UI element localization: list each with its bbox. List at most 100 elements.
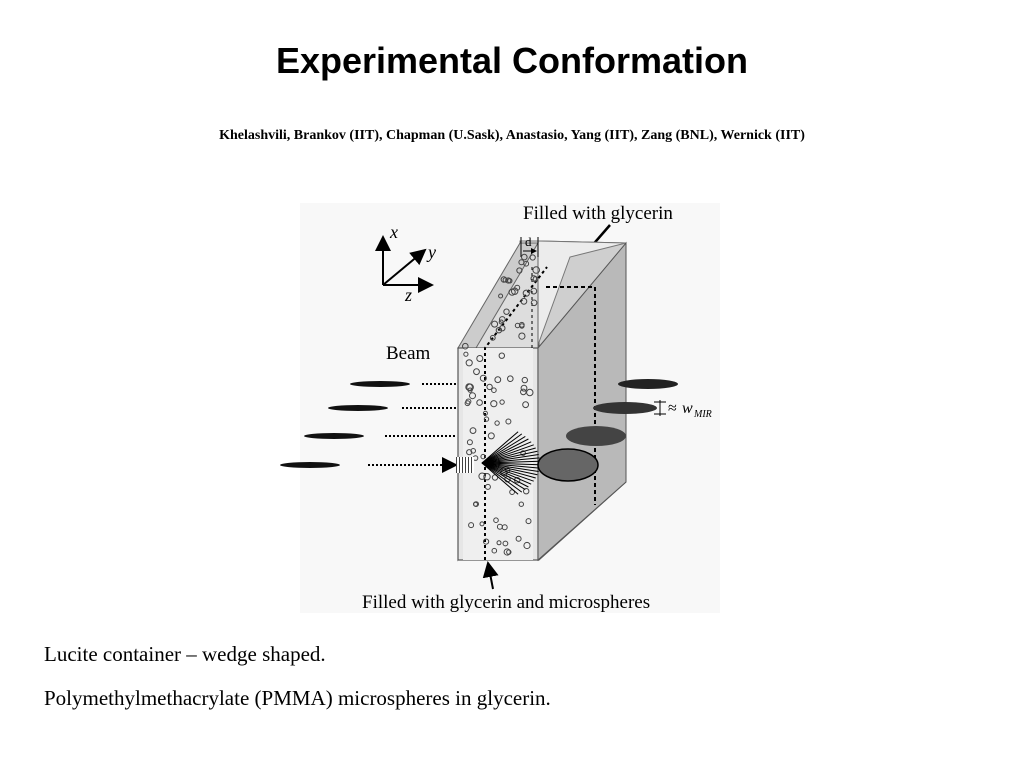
microsphere xyxy=(469,427,477,435)
scatter-ray xyxy=(481,462,540,466)
wmir-w: w xyxy=(682,400,693,417)
wmir-sub: MIR xyxy=(693,409,712,420)
microsphere xyxy=(520,450,526,456)
axes-triad: x y z xyxy=(375,222,436,305)
scatter-ray xyxy=(481,447,536,464)
microsphere xyxy=(493,517,499,524)
microsphere xyxy=(505,277,512,284)
microsphere xyxy=(491,387,497,393)
slide-authors: Khelashvili, Brankov (IIT), Chapman (U.S… xyxy=(219,128,805,143)
caption-container: Lucite container – wedge shaped. xyxy=(44,642,326,666)
microsphere xyxy=(483,538,490,545)
microsphere xyxy=(465,383,473,391)
scatter-ray xyxy=(481,462,539,472)
microsphere xyxy=(523,541,531,550)
microsphere xyxy=(491,320,499,328)
microsphere xyxy=(530,299,538,307)
microsphere xyxy=(507,375,514,382)
microsphere xyxy=(490,400,498,408)
microsphere xyxy=(483,473,491,481)
microsphere xyxy=(507,278,513,284)
microsphere xyxy=(473,501,480,508)
microsphere xyxy=(476,399,483,406)
label-beam: Beam xyxy=(386,343,431,364)
scatter-ray xyxy=(481,450,538,464)
scatter-ray xyxy=(481,441,532,464)
microsphere xyxy=(502,540,509,547)
microsphere xyxy=(522,289,530,297)
scatter-ray xyxy=(481,431,519,464)
microsphere xyxy=(498,319,504,325)
microsphere xyxy=(476,355,484,362)
scatter-ray xyxy=(481,462,532,485)
microsphere xyxy=(496,540,502,546)
microsphere xyxy=(521,376,529,384)
microsphere xyxy=(520,297,528,305)
scatter-ray xyxy=(481,433,523,464)
experiment-diagram: x y z Filled with glycerin d Beam xyxy=(270,195,730,620)
label-d: d xyxy=(525,234,532,249)
microsphere xyxy=(526,388,534,397)
microsphere xyxy=(479,374,487,382)
microsphere xyxy=(529,254,536,261)
scatter-ray xyxy=(481,444,534,464)
microsphere xyxy=(503,308,510,315)
microsphere xyxy=(498,352,506,359)
microsphere xyxy=(486,383,493,391)
microsphere xyxy=(463,351,469,357)
microsphere xyxy=(462,342,469,350)
microsphere xyxy=(495,327,503,334)
microsphere xyxy=(521,253,528,261)
microsphere xyxy=(530,287,538,295)
scatter-ray xyxy=(481,462,540,469)
scatter-ray xyxy=(481,462,526,491)
axis-y-label: y xyxy=(426,242,436,262)
microsphere xyxy=(498,293,504,299)
microsphere xyxy=(522,401,530,409)
microsphere xyxy=(520,388,527,396)
scatter-ray xyxy=(481,454,539,464)
scatter-ray xyxy=(481,462,538,476)
incoming-beams xyxy=(280,381,474,473)
axis-z-label: z xyxy=(404,285,412,305)
microsphere xyxy=(515,535,522,542)
microsphere xyxy=(523,260,530,267)
scattering-fan xyxy=(481,431,540,495)
microsphere xyxy=(465,398,472,405)
microsphere xyxy=(516,267,523,274)
axis-x-label: x xyxy=(389,222,398,242)
microsphere xyxy=(494,376,502,384)
microsphere xyxy=(489,334,496,341)
microsphere xyxy=(491,547,498,554)
microsphere xyxy=(501,524,508,531)
microsphere xyxy=(518,501,525,507)
microsphere xyxy=(469,392,476,400)
microsphere xyxy=(482,410,488,416)
scatter-ray xyxy=(481,462,536,479)
microsphere xyxy=(520,384,528,392)
microsphere xyxy=(508,288,516,296)
microsphere xyxy=(532,266,541,274)
scatter-ray xyxy=(481,435,526,464)
microsphere xyxy=(506,549,512,555)
microsphere xyxy=(483,416,490,422)
microsphere xyxy=(499,325,506,332)
scatter-ray xyxy=(481,462,519,495)
slide-title: Experimental Conformation xyxy=(275,40,749,81)
microsphere xyxy=(523,488,530,495)
label-filled-glycerin: Filled with glycerin xyxy=(523,203,673,224)
microsphere xyxy=(478,472,486,480)
scattered-beams xyxy=(537,379,678,482)
microsphere xyxy=(487,432,495,440)
scatter-ray xyxy=(481,457,540,464)
microsphere xyxy=(470,448,476,454)
caption-microspheres: Polymethylmethacrylate (PMMA) microspher… xyxy=(44,686,551,710)
scatter-ray xyxy=(481,438,529,464)
microsphere xyxy=(480,453,486,460)
microsphere xyxy=(503,548,511,556)
microsphere xyxy=(494,420,500,426)
microsphere xyxy=(468,522,475,529)
scatter-ray xyxy=(481,462,529,488)
microspheres-arrow xyxy=(482,561,499,590)
scatter-ray xyxy=(481,462,523,493)
